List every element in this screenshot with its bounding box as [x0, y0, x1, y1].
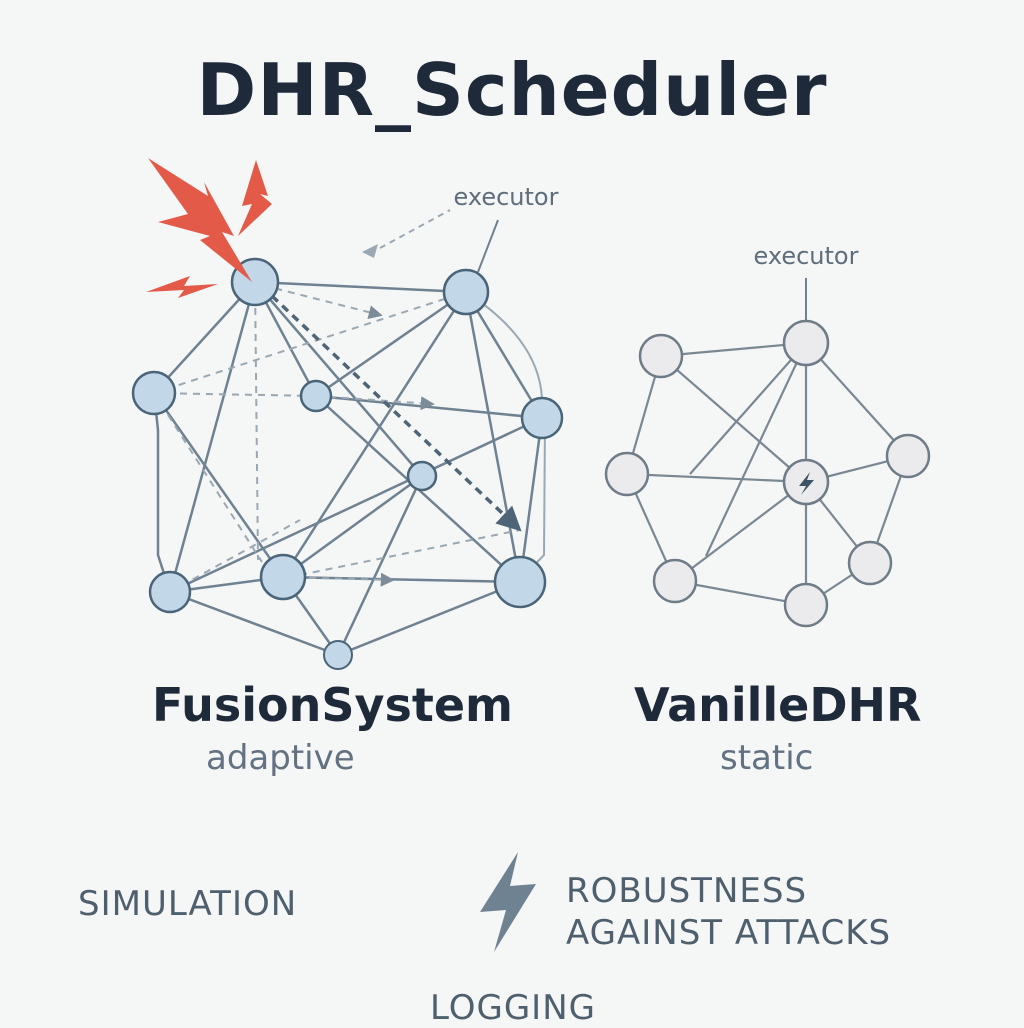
lightning-bolt-icon	[799, 472, 814, 495]
attack-icon	[146, 158, 272, 298]
edge	[315, 290, 467, 398]
executor-label-right: executor	[754, 242, 859, 270]
node	[259, 553, 307, 601]
edge	[674, 481, 807, 582]
edge	[337, 580, 521, 657]
edge	[282, 474, 423, 579]
page-title: DHR_Scheduler	[196, 48, 828, 132]
edge	[169, 590, 339, 657]
dashed-edge	[153, 392, 317, 397]
edge	[315, 394, 543, 420]
robustness-line-1: ROBUSTNESS	[566, 871, 808, 911]
node	[783, 582, 829, 628]
solid-edges	[152, 280, 544, 657]
edge	[705, 342, 807, 557]
static-nodes	[604, 319, 931, 628]
fusion-system-graph: executor	[131, 158, 564, 670]
dashed-edge	[169, 519, 301, 593]
node	[323, 640, 353, 670]
fusion-system-title: FusionSystem	[152, 678, 513, 732]
lightning-bolt-icon	[238, 160, 272, 236]
node	[131, 370, 177, 416]
edge	[282, 575, 521, 584]
node	[493, 555, 547, 609]
edge	[660, 355, 807, 483]
edge	[464, 291, 522, 583]
arrow-head	[362, 244, 378, 258]
executor-label-left: executor	[454, 183, 559, 211]
vanille-dhr-subtitle: static	[720, 738, 814, 778]
edge	[464, 291, 544, 419]
dashed-edge	[254, 281, 259, 561]
dashed-edge	[299, 529, 521, 576]
executor-pointer	[477, 219, 499, 273]
robustness-label: ROBUSTNESS AGAINST ATTACKS	[566, 870, 891, 954]
fusion-system-subtitle: adaptive	[206, 738, 355, 778]
node	[847, 540, 893, 586]
dashed-edge	[153, 291, 467, 394]
edge	[805, 342, 909, 457]
robustness-lightning-icon	[480, 852, 536, 952]
dashed-edge	[249, 281, 383, 320]
simulation-label: SIMULATION	[78, 884, 298, 924]
executor-pointer-dashed	[379, 209, 451, 249]
lightning-bolt-icon	[148, 158, 252, 282]
robustness-line-2: AGAINST ATTACKS	[566, 913, 892, 953]
executor-node	[782, 319, 830, 367]
node	[442, 268, 490, 316]
attack-propagation-path	[270, 294, 522, 532]
node	[638, 333, 684, 379]
edge	[660, 341, 807, 358]
adaptive-nodes	[131, 257, 564, 670]
edge	[254, 280, 467, 294]
node	[299, 379, 333, 413]
logging-label: LOGGING	[430, 988, 596, 1028]
edge	[281, 291, 468, 578]
node	[885, 433, 931, 479]
hull-edge	[152, 392, 172, 593]
vanille-dhr-title: VanilleDHR	[634, 678, 922, 732]
edge	[169, 416, 543, 594]
lightning-bolt-icon	[146, 276, 218, 298]
edge	[626, 472, 807, 484]
node	[520, 396, 564, 440]
node	[148, 570, 192, 614]
vanille-dhr-graph: executor	[604, 242, 931, 628]
edge	[153, 281, 256, 394]
edge	[168, 281, 257, 593]
dashed-edges	[153, 281, 521, 593]
edge	[518, 417, 544, 583]
dashed-edge	[315, 395, 435, 411]
node	[604, 451, 650, 497]
node	[652, 558, 698, 604]
edge	[336, 475, 424, 656]
dashed-edge	[153, 392, 263, 563]
edge	[689, 342, 807, 475]
edge	[152, 392, 285, 578]
node	[406, 460, 438, 492]
